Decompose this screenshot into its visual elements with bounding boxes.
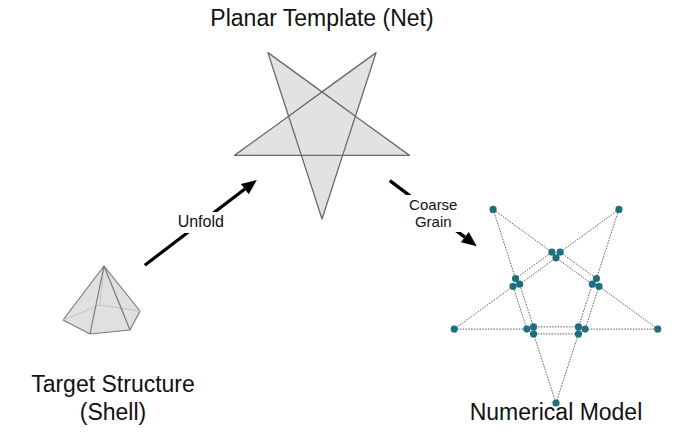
- arrow-label: Coarse Grain: [402, 195, 464, 232]
- planar-net: [235, 53, 410, 219]
- process-arrow: [145, 180, 257, 265]
- pyramid-shell: [63, 266, 140, 334]
- process-arrow: [390, 181, 477, 246]
- panel-caption: Numerical Model: [436, 398, 676, 426]
- net-panel: Planar Template (Net): [260, 60, 385, 200]
- model-panel: Numerical Model: [480, 225, 630, 385]
- arrow-label: Unfold: [175, 212, 227, 232]
- shell-panel: Target Structure (Shell): [62, 262, 140, 335]
- coarse-grained-model: [451, 206, 662, 407]
- panel-caption: Planar Template (Net): [162, 4, 482, 32]
- panel-caption: Target Structure (Shell): [13, 370, 213, 426]
